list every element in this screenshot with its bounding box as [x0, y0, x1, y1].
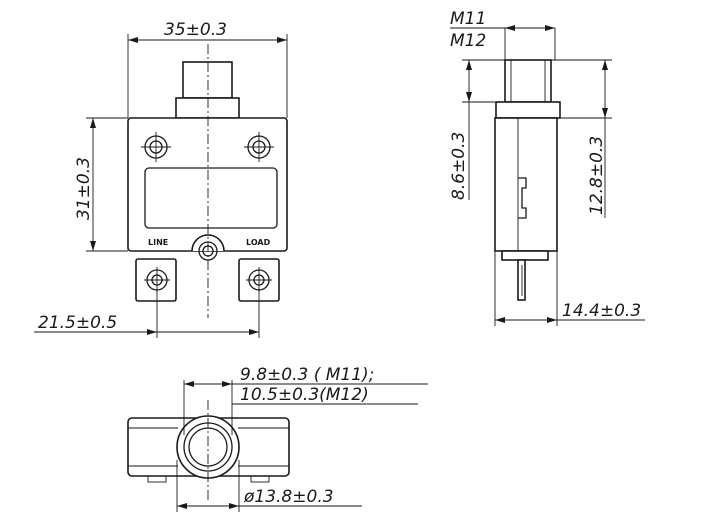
side-view: M11 M12 8.6±0.3 12.8±0.3 [449, 9, 645, 326]
side-push-button [504, 59, 552, 103]
height-small-dimension [462, 59, 505, 200]
width-dimension [127, 34, 288, 118]
button-dimension-text-line1: 9.8±0.3 ( M11); [240, 365, 374, 385]
front-button-collar [175, 97, 240, 119]
button-dimension-text-line2: 10.5±0.3(M12) [240, 385, 369, 405]
height-large-dimension-text: 12.8±0.3 [587, 136, 607, 215]
side-clip [518, 177, 527, 219]
height-dimension [86, 117, 128, 252]
top-view: 9.8±0.3 ( M11); 10.5±0.3(M12) ø13.8±0.3 [127, 365, 428, 512]
height-small-dimension-text: 8.6±0.3 [449, 132, 469, 200]
height-dimension-text: 31±0.3 [74, 157, 94, 220]
mount-hole-right [244, 132, 274, 162]
side-button-collar [495, 101, 561, 119]
front-view: LINE LOAD [34, 20, 288, 338]
line-label: LINE [148, 238, 168, 247]
diameter-dimension-text: ø13.8±0.3 [243, 487, 334, 507]
button-dimension [183, 380, 428, 435]
depth-dimension [494, 251, 645, 326]
width-dimension-text: 35±0.3 [164, 20, 227, 40]
front-push-button [182, 61, 233, 99]
side-terminal [517, 259, 526, 301]
front-housing [127, 117, 288, 252]
terminal-dimension [34, 290, 260, 338]
height-large-dimension [551, 59, 612, 218]
side-base-lug [501, 250, 549, 261]
thread-m12-label: M12 [450, 31, 486, 51]
thread-leader [450, 25, 556, 60]
label-window [144, 167, 278, 229]
terminal-line [135, 258, 177, 302]
depth-dimension-text: 14.4±0.3 [562, 301, 641, 321]
load-label: LOAD [246, 238, 271, 247]
mount-hole-left [141, 132, 171, 162]
diameter-dimension [176, 460, 362, 512]
thread-m11-label: M11 [450, 9, 486, 29]
terminal-dimension-text: 21.5±0.5 [38, 313, 117, 333]
